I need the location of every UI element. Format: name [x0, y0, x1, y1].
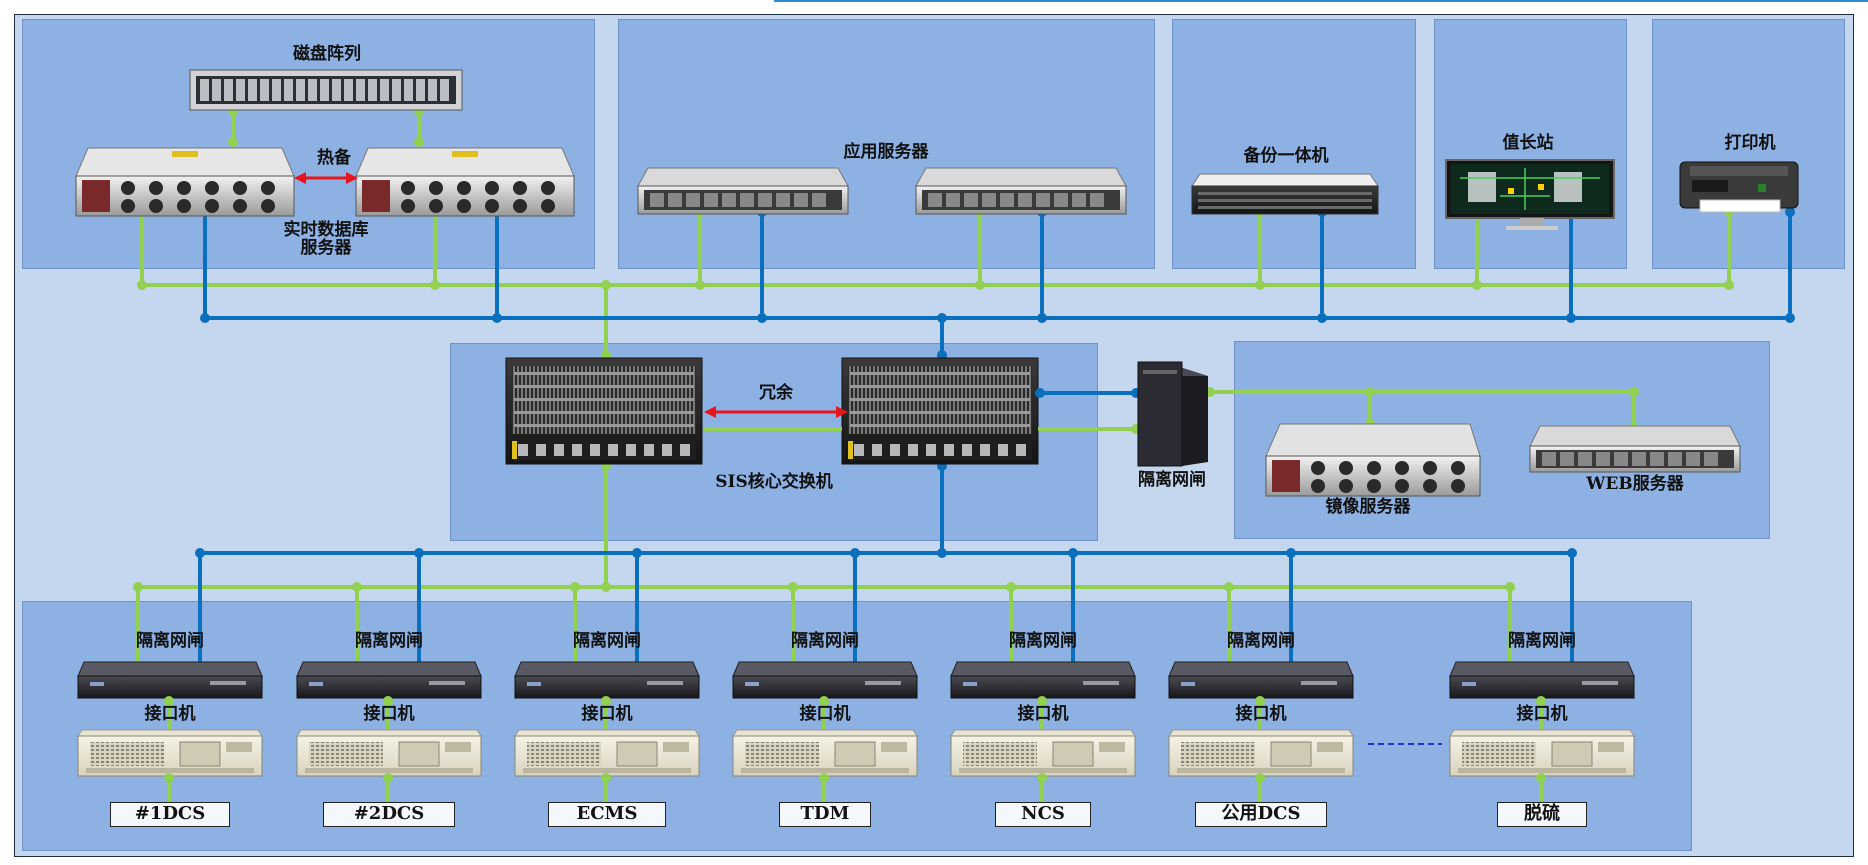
gateway-interface-link: [819, 696, 829, 734]
blue-bus-top: [203, 212, 1792, 362]
gateway-main-label: 隔离网闸: [1138, 470, 1206, 490]
realtime-db-server-2: [355, 147, 575, 217]
panel-printer: [1652, 19, 1845, 269]
interface-machine-label: 接口机: [1235, 704, 1287, 724]
disk-array-device: [189, 69, 463, 111]
app-server-1: [637, 167, 849, 215]
duty-station-monitor: [1445, 159, 1615, 230]
interface-machine-label: 接口机: [581, 704, 633, 724]
unit-label-box: TDM: [779, 802, 871, 827]
isolation-gateway-label: 隔离网闸: [791, 631, 859, 651]
gateway-main-links: [1035, 387, 1639, 434]
isolation-gateway-device: [77, 661, 263, 699]
hot-standby-label: 热备: [317, 148, 351, 168]
web-server-label: WEB服务器: [1586, 474, 1684, 494]
gateway-interface-link: [164, 696, 174, 734]
unit-label-box: 公用DCS: [1195, 802, 1327, 827]
isolation-gateway-device: [296, 661, 482, 699]
realtime-db-label-line1: 实时数据库: [283, 220, 369, 240]
isolation-gateway-device: [732, 661, 918, 699]
interface-machine-label: 接口机: [1516, 704, 1568, 724]
printer-device: [1679, 161, 1799, 213]
interface-machine-device: [77, 729, 263, 777]
interface-machine-label: 接口机: [144, 704, 196, 724]
redundant-label: 冗余: [759, 383, 793, 403]
core-switch-1: [505, 357, 703, 465]
interface-columns: [77, 661, 1635, 802]
printer-label: 打印机: [1724, 133, 1776, 153]
interface-machine-label: 接口机: [363, 704, 415, 724]
unit-label-box: NCS: [995, 802, 1091, 827]
duty-station-label: 值长站: [1502, 133, 1554, 153]
blue-bus-bottom: [198, 462, 1574, 662]
interface-machine-device: [514, 729, 700, 777]
interface-machine-device: [1168, 729, 1354, 777]
redundant-links: [704, 406, 848, 431]
core-switch-label: SIS核心交换机: [715, 472, 833, 492]
isolation-gateway-device: [1449, 661, 1635, 699]
gateway-interface-link: [1037, 696, 1047, 734]
gateway-interface-link: [1255, 696, 1265, 734]
unit-label-box: ECMS: [548, 802, 666, 827]
green-bus-bottom: [136, 462, 1512, 662]
unit-label-box: #1DCS: [110, 802, 230, 827]
realtime-db-server-1: [75, 147, 295, 217]
disk-array-label: 磁盘阵列: [293, 44, 361, 64]
interface-machine-device: [732, 729, 918, 777]
interface-unit-link: [1037, 773, 1047, 802]
backup-appliance: [1191, 173, 1379, 215]
isolation-gateway-label: 隔离网闸: [136, 631, 204, 651]
isolation-gateway-device: [514, 661, 700, 699]
unit-label-box: 脱硫: [1497, 802, 1587, 827]
isolation-gateway-label: 隔离网闸: [355, 631, 423, 651]
mirror-server-label: 镜像服务器: [1325, 497, 1411, 517]
interface-machine-device: [1449, 729, 1635, 777]
interface-unit-link: [383, 773, 393, 802]
interface-machine-device: [950, 729, 1136, 777]
web-server-device: [1529, 425, 1741, 473]
isolation-gateway-label: 隔离网闸: [1508, 631, 1576, 651]
unit-label-box: #2DCS: [323, 802, 455, 827]
gateway-interface-link: [383, 696, 393, 734]
green-bus-top: [140, 108, 1732, 362]
panel-app-server: [618, 19, 1155, 269]
hot-standby-arrow: [294, 172, 358, 184]
interface-unit-link: [1536, 773, 1546, 802]
core-switch-2: [841, 357, 1039, 465]
interface-unit-link: [819, 773, 829, 802]
isolation-gateway-label: 隔离网闸: [1227, 631, 1295, 651]
interface-unit-link: [601, 773, 611, 802]
interface-machine-label: 接口机: [1017, 704, 1069, 724]
isolation-gateway-device: [950, 661, 1136, 699]
interface-machine-device: [296, 729, 482, 777]
isolation-gateway-label: 隔离网闸: [1009, 631, 1077, 651]
isolation-gateway-device: [1168, 661, 1354, 699]
gateway-interface-link: [1536, 696, 1546, 734]
realtime-db-label-line2: 服务器: [300, 238, 352, 258]
isolation-gateway-label: 隔离网闸: [573, 631, 641, 651]
backup-label: 备份一体机: [1243, 146, 1329, 166]
app-server-label: 应用服务器: [843, 142, 929, 162]
app-server-2: [915, 167, 1127, 215]
interface-machine-label: 接口机: [799, 704, 851, 724]
panel-database: [22, 19, 595, 269]
interface-unit-link: [164, 773, 174, 802]
top-accent-line: [774, 0, 1868, 2]
gateway-interface-link: [601, 696, 611, 734]
main-gateway-device: [1137, 361, 1208, 467]
panel-backup: [1172, 19, 1416, 269]
interface-unit-link: [1255, 773, 1265, 802]
mirror-server-device: [1265, 423, 1481, 497]
